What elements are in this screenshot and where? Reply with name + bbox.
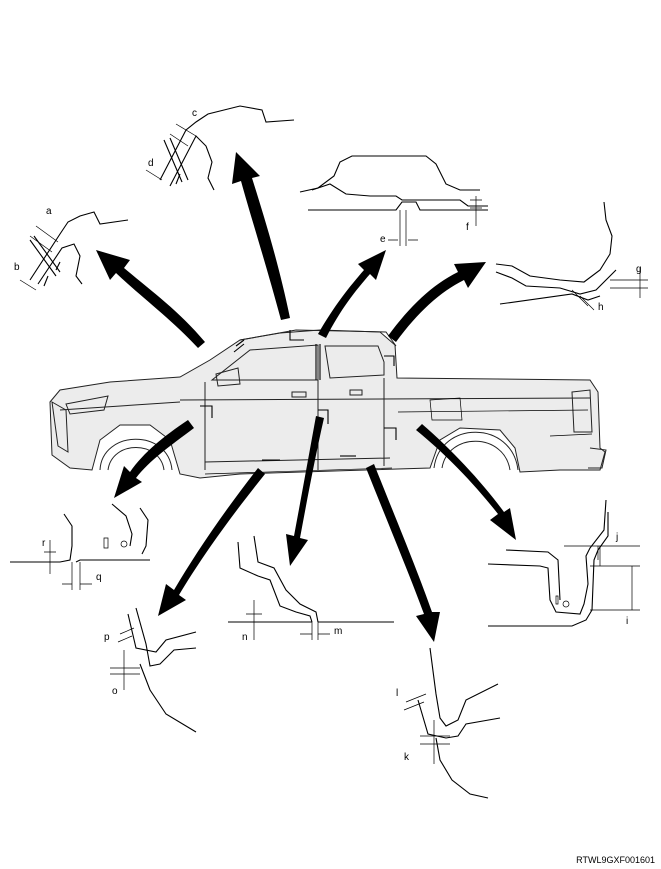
label-c: c [192,108,197,119]
label-j: j [615,532,618,543]
detail-o-p [110,607,197,733]
pickup-truck-side-view [49,329,607,479]
label-p: p [104,632,110,643]
detail-g-h [495,201,648,311]
label-d: d [148,158,154,169]
detail-e-f [299,155,488,246]
detail-q-r [10,503,150,590]
label-a: a [46,206,52,217]
label-o: o [112,686,118,697]
label-k: k [404,752,410,763]
label-m: m [334,626,342,637]
label-n: n [242,632,248,643]
detail-k-l [403,647,501,799]
callout-arrows [96,152,516,642]
label-q: q [96,572,102,583]
detail-c-d [145,105,295,191]
label-l: l [396,688,398,699]
detail-a-b [19,211,129,291]
detail-n-m [228,535,394,640]
section-markers [200,330,397,461]
label-f: f [466,222,469,233]
label-g: g [636,264,642,275]
label-b: b [14,262,20,273]
label-r: r [42,538,46,549]
label-i: i [626,616,628,627]
label-e: e [380,234,386,245]
detail-i-j [487,499,640,627]
figure-code: RTWL9GXF001601 [576,855,655,865]
label-h: h [598,302,604,313]
